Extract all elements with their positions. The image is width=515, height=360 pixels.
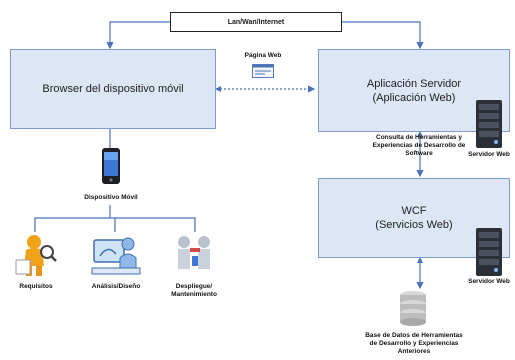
database-label: Base de Datos de Herramientas de Desarro…: [365, 332, 463, 355]
consult-label: Consulta de Herramientas y Experiencias …: [372, 134, 466, 157]
web-page-label: Página Web: [244, 52, 282, 59]
phase-label-requirements: Requisitos: [19, 283, 53, 290]
web-page-icon: [252, 64, 274, 78]
mobile-phone-icon: [101, 148, 121, 184]
wcf-subtitle: (Servicios Web): [375, 219, 453, 231]
network-to-browser-arrow: [106, 21, 170, 50]
analysis-design-icon: [90, 232, 142, 278]
requirements-figure-icon: [14, 232, 58, 278]
network-to-server-arrow: [342, 21, 424, 50]
browser-box: Browser del dispositivo móvil: [10, 49, 216, 129]
server-web-icon: [474, 228, 504, 276]
wcf-title: WCF: [401, 205, 427, 217]
phase-label-deployment: Despliegue/ Mantenimiento: [171, 283, 217, 298]
database-icon: [398, 290, 428, 328]
browser-label: Browser del dispositivo móvil: [42, 83, 184, 95]
app-server-subtitle: (Aplicación Web): [372, 91, 456, 104]
network-bar: Lan/Wan/Internet: [170, 12, 342, 32]
server-web-label-2: Servidor Web: [468, 278, 510, 285]
server-web-icon: [474, 100, 504, 148]
app-server-title: Aplicación Servidor: [366, 77, 462, 90]
phase-label-analysis: Análisis/Diseño: [91, 283, 141, 290]
network-label: Lan/Wan/Internet: [227, 18, 285, 26]
server-web-label-1: Servidor Web: [468, 151, 510, 158]
deployment-team-icon: [172, 232, 218, 278]
mobile-device-label: Dispositivo Móvil: [84, 194, 138, 201]
